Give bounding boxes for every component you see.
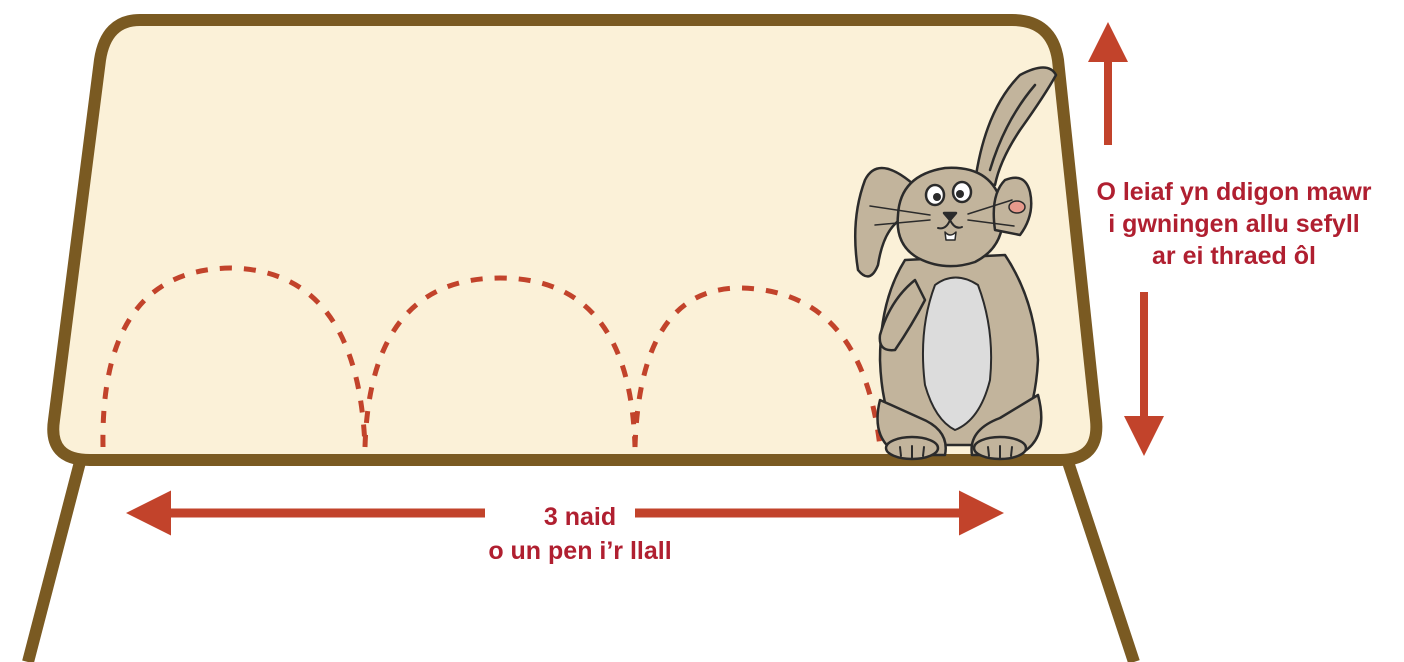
right-leg [1062,460,1140,662]
hop-arc-1 [100,265,368,448]
left-leg [22,460,86,662]
height-annotation-line-2: i gwningen allu sefyll [1108,210,1360,238]
rabbit-illustration [854,66,1058,461]
hop-arc-3 [632,285,883,448]
hutch-frame [47,14,1103,466]
width-annotation: 3 naid o un pen i’r llall [420,500,740,568]
height-annotation-line-3: ar ei thraed ôl [1152,242,1316,270]
double-arrow-vertical [1088,22,1164,456]
hop-arc-2 [362,275,638,448]
rabbit-arm-left [878,278,927,352]
width-annotation-line-2: o un pen i’r llall [488,537,672,565]
rabbit-belly [921,276,993,431]
width-annotation-line-1: 3 naid [543,503,617,531]
height-annotation-line-1: O leiaf yn ddigon mawr [1096,178,1372,206]
height-annotation: O leiaf yn ddigon mawr i gwningen allu s… [1084,176,1384,272]
hop-path [100,265,883,448]
